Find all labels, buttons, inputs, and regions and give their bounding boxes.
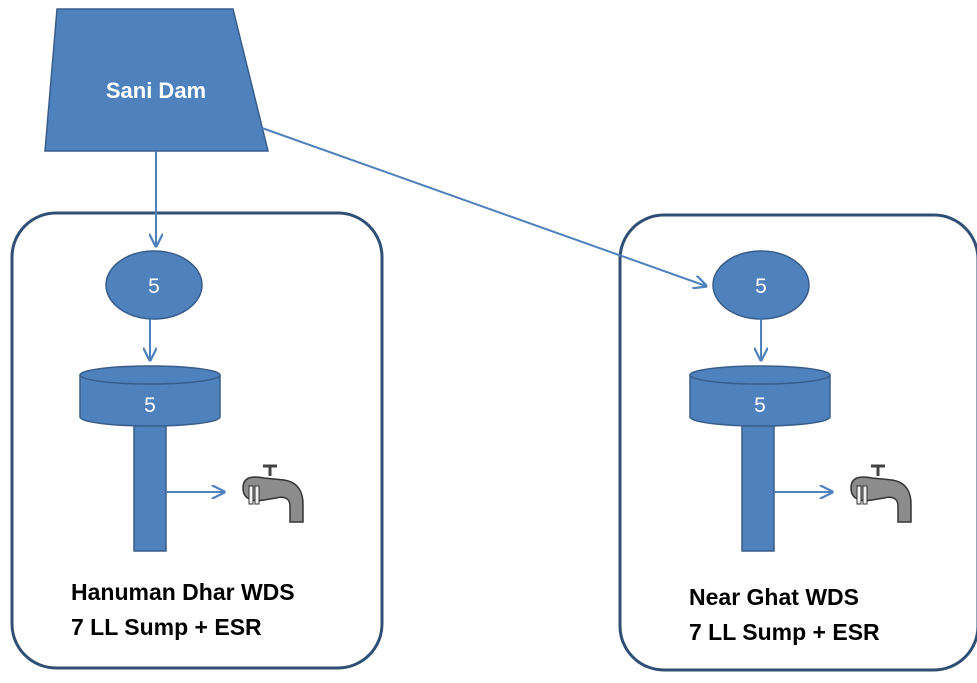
node-left-value: 5 — [148, 275, 160, 298]
system-left-capacity: 7 LL Sump + ESR — [71, 614, 262, 640]
source-dam-shape — [44, 8, 269, 152]
panel-hanuman-dhar — [10, 211, 384, 670]
tank-left-value: 5 — [144, 394, 156, 417]
source-dam-label: Sani Dam — [106, 78, 206, 103]
system-left-name: Hanuman Dhar WDS — [71, 579, 295, 605]
tank-right — [689, 365, 831, 552]
panel-near-ghat — [618, 213, 977, 672]
water-tap-icon — [242, 464, 304, 523]
node-left — [105, 250, 203, 320]
system-right-name: Near Ghat WDS — [689, 584, 859, 610]
arrow-dam-to-node-right — [261, 127, 706, 286]
node-right-value: 5 — [755, 275, 767, 298]
tank-left — [79, 365, 221, 552]
tank-right-value: 5 — [754, 394, 766, 417]
water-tap-icon — [850, 464, 912, 523]
system-right-capacity: 7 LL Sump + ESR — [689, 619, 880, 645]
